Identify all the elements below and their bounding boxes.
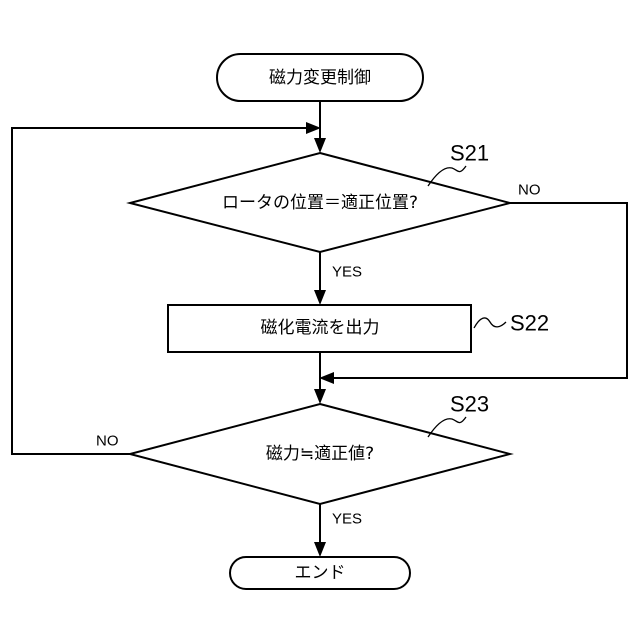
step-label-decision2: S23 [450,392,489,417]
decision2-label: 磁力≒適正値? [266,444,374,464]
step-label-process: S22 [510,311,549,336]
arrowhead-into-decision1 [314,138,326,153]
arrowhead-into-process [314,290,326,305]
decision1-no-label: NO [518,182,541,199]
decision2-yes-label: YES [332,511,362,528]
start-terminal-label: 磁力変更制御 [269,68,371,88]
arrowhead-into-end [314,542,326,557]
arrowhead-loop-into-decision2-path [319,372,334,384]
end-terminal-label: エンド [295,563,346,583]
decision2-no-label: NO [96,433,119,450]
step-label-decision1: S21 [450,141,489,166]
leader-process [474,318,506,328]
arrowhead-into-decision2 [314,389,326,404]
decision1-label: ロータの位置＝適正位置? [222,193,418,213]
decision1-yes-label: YES [332,264,362,281]
arrowhead-loop-into-decision1-path [306,122,321,134]
process-box-label: 磁化電流を出力 [261,318,380,338]
